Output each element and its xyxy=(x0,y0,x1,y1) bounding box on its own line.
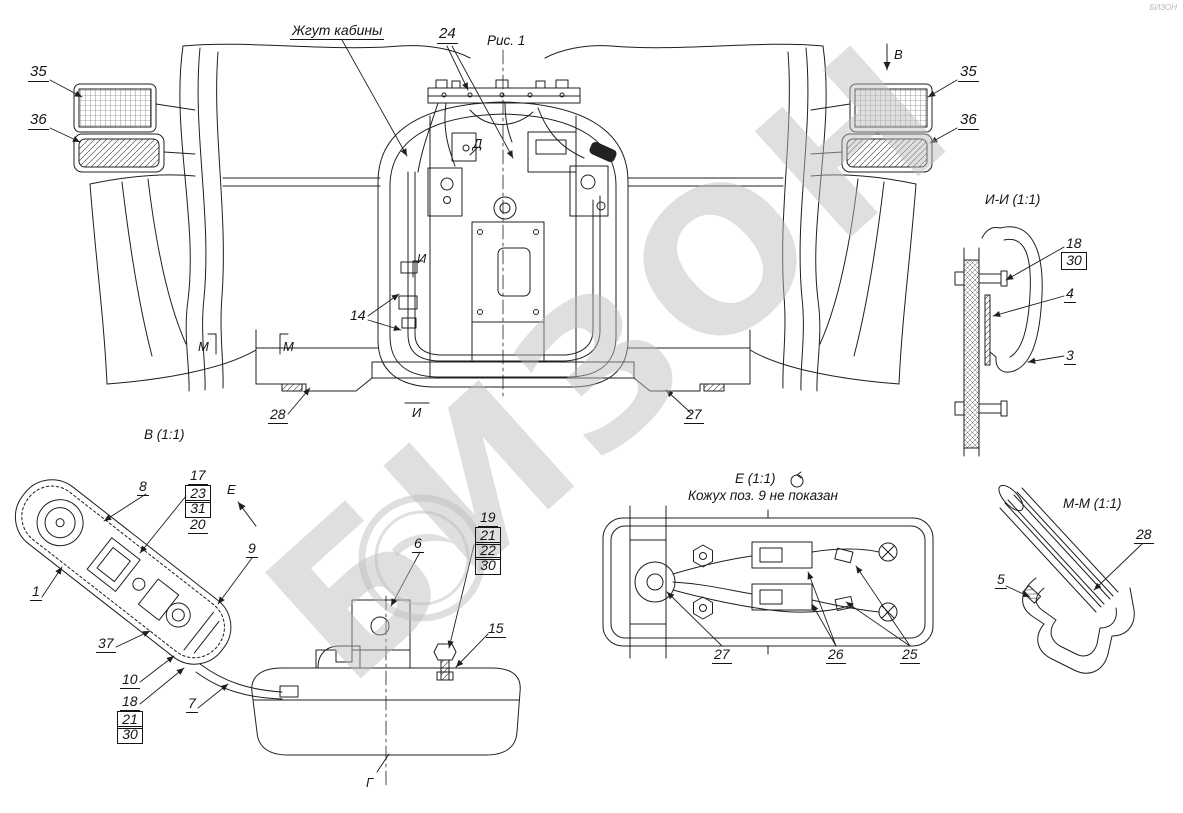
callout-36-right: 36 xyxy=(958,111,979,130)
e-callout-26: 26 xyxy=(826,646,846,664)
v-callout-18: 18 xyxy=(120,693,140,711)
v-callout-10: 10 xyxy=(120,671,140,689)
marker-i-top: И xyxy=(417,251,427,266)
v-callout-31: 31 xyxy=(185,500,211,518)
callout-27: 27 xyxy=(684,406,704,424)
watermark-corner-text: БИЗОН xyxy=(1149,3,1177,12)
marker-m-left: М xyxy=(198,339,209,354)
rotated-view-icon xyxy=(791,472,803,487)
ii-callout-3: 3 xyxy=(1064,347,1076,365)
ii-callout-18: 18 xyxy=(1064,235,1084,253)
v-callout-17: 17 xyxy=(188,467,208,485)
harness-label: Жгут кабины xyxy=(290,22,385,40)
callout-36-left: 36 xyxy=(28,111,49,130)
e-callout-27: 27 xyxy=(712,646,732,664)
v-callout-1: 1 xyxy=(30,583,42,601)
detail-g-art xyxy=(252,596,520,788)
v-callout-20: 20 xyxy=(188,516,208,534)
g-callout-15: 15 xyxy=(486,620,506,638)
v-callout-21: 21 xyxy=(117,711,143,729)
callout-28: 28 xyxy=(268,406,288,424)
v-callout-9: 9 xyxy=(246,540,258,558)
callout-leaders xyxy=(42,40,1142,708)
section-mm-art xyxy=(995,482,1134,674)
marker-e: Е xyxy=(227,482,236,497)
mm-callout-5: 5 xyxy=(995,571,1007,589)
v-callout-7: 7 xyxy=(186,695,198,713)
figure-caption: Рис. 1 xyxy=(487,33,526,48)
v-callout-23: 23 xyxy=(185,485,211,503)
marker-m-right: М xyxy=(283,339,294,354)
marker-i-bottom: И xyxy=(412,405,422,420)
g-callout-19: 19 xyxy=(478,509,498,527)
main-view-art xyxy=(74,44,932,403)
section-mm-title: М-М (1:1) xyxy=(1063,496,1122,511)
g-callout-6: 6 xyxy=(412,535,424,553)
callout-35-right: 35 xyxy=(958,63,979,82)
view-e-note: Кожух поз. 9 не показан xyxy=(688,488,838,503)
g-callout-30: 30 xyxy=(475,557,501,575)
v-callout-30: 30 xyxy=(117,726,143,744)
e-callout-25: 25 xyxy=(900,646,920,664)
section-ii-title: И-И (1:1) xyxy=(985,192,1041,207)
ii-callout-30: 30 xyxy=(1061,252,1087,270)
g-callout-22: 22 xyxy=(475,542,501,560)
v-callout-8: 8 xyxy=(137,478,149,496)
v-callout-37: 37 xyxy=(96,635,116,653)
marker-d: Д xyxy=(473,136,483,151)
view-e-art xyxy=(603,472,933,658)
g-callout-21: 21 xyxy=(475,527,501,545)
callout-24: 24 xyxy=(437,25,458,44)
view-v-title: В (1:1) xyxy=(144,427,185,442)
ii-callout-4: 4 xyxy=(1064,285,1076,303)
marker-g: Г xyxy=(366,775,374,790)
section-ii-art xyxy=(955,227,1042,456)
mm-callout-28: 28 xyxy=(1134,526,1154,544)
view-v-art xyxy=(2,466,298,699)
callout-35-left: 35 xyxy=(28,63,49,82)
callout-14: 14 xyxy=(350,307,366,323)
view-marker-v: В xyxy=(894,47,903,62)
view-e-title: Е (1:1) xyxy=(735,471,776,486)
